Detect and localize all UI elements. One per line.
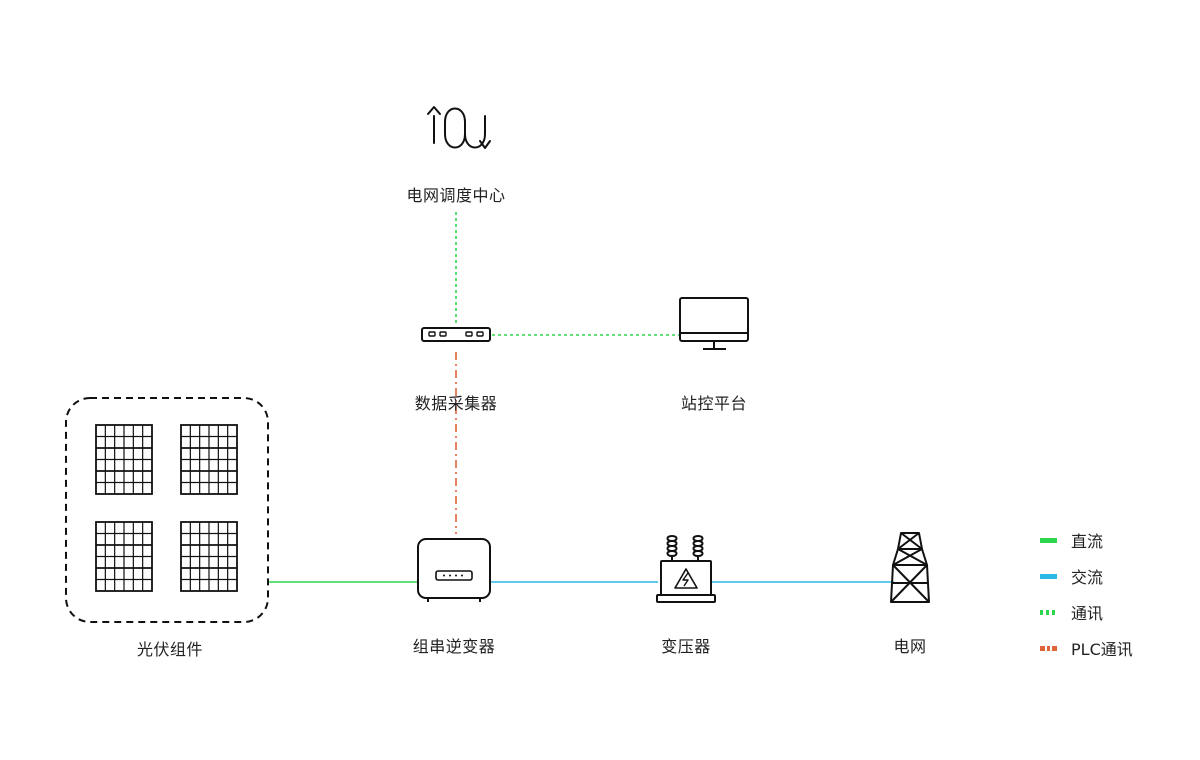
legend-label: 交流 [1071,568,1104,587]
dispatch-center-label: 电网调度中心 [406,186,506,205]
legend-item-ac: 交流 [1040,558,1133,594]
solar-panel-icon [95,424,238,592]
legend-item-dc: 直流 [1040,522,1133,558]
power-tower-icon [890,532,930,603]
pv-module-label: 光伏组件 [136,640,204,659]
data-collector-icon [421,327,491,342]
pv-group-border [65,397,269,623]
station-platform-label: 站控平台 [680,394,748,413]
data-collector-label: 数据采集器 [414,394,498,413]
legend-label: 通讯 [1071,604,1104,623]
dispatch-icon [427,106,491,149]
legend-swatch-dc [1040,537,1057,543]
legend-swatch-plc [1040,645,1057,651]
solar-panel-2 [180,424,238,495]
monitor-icon [679,297,749,350]
inverter-icon [417,538,491,602]
transformer-icon [656,535,716,603]
legend-item-comm: 通讯 [1040,594,1133,630]
legend-swatch-ac [1040,573,1057,579]
legend-item-plc: PLC通讯 [1040,630,1133,666]
grid-label: 电网 [893,637,927,656]
solar-panel-1 [95,424,153,495]
legend: 直流 交流 通讯 PLC通讯 [1040,522,1133,666]
legend-label: 直流 [1071,532,1104,551]
solar-panel-3 [95,521,153,592]
transformer-label: 变压器 [661,637,711,656]
solar-panel-4 [180,521,238,592]
legend-label: PLC通讯 [1071,640,1133,659]
inverter-label: 组串逆变器 [412,637,496,656]
legend-swatch-comm [1040,609,1057,615]
